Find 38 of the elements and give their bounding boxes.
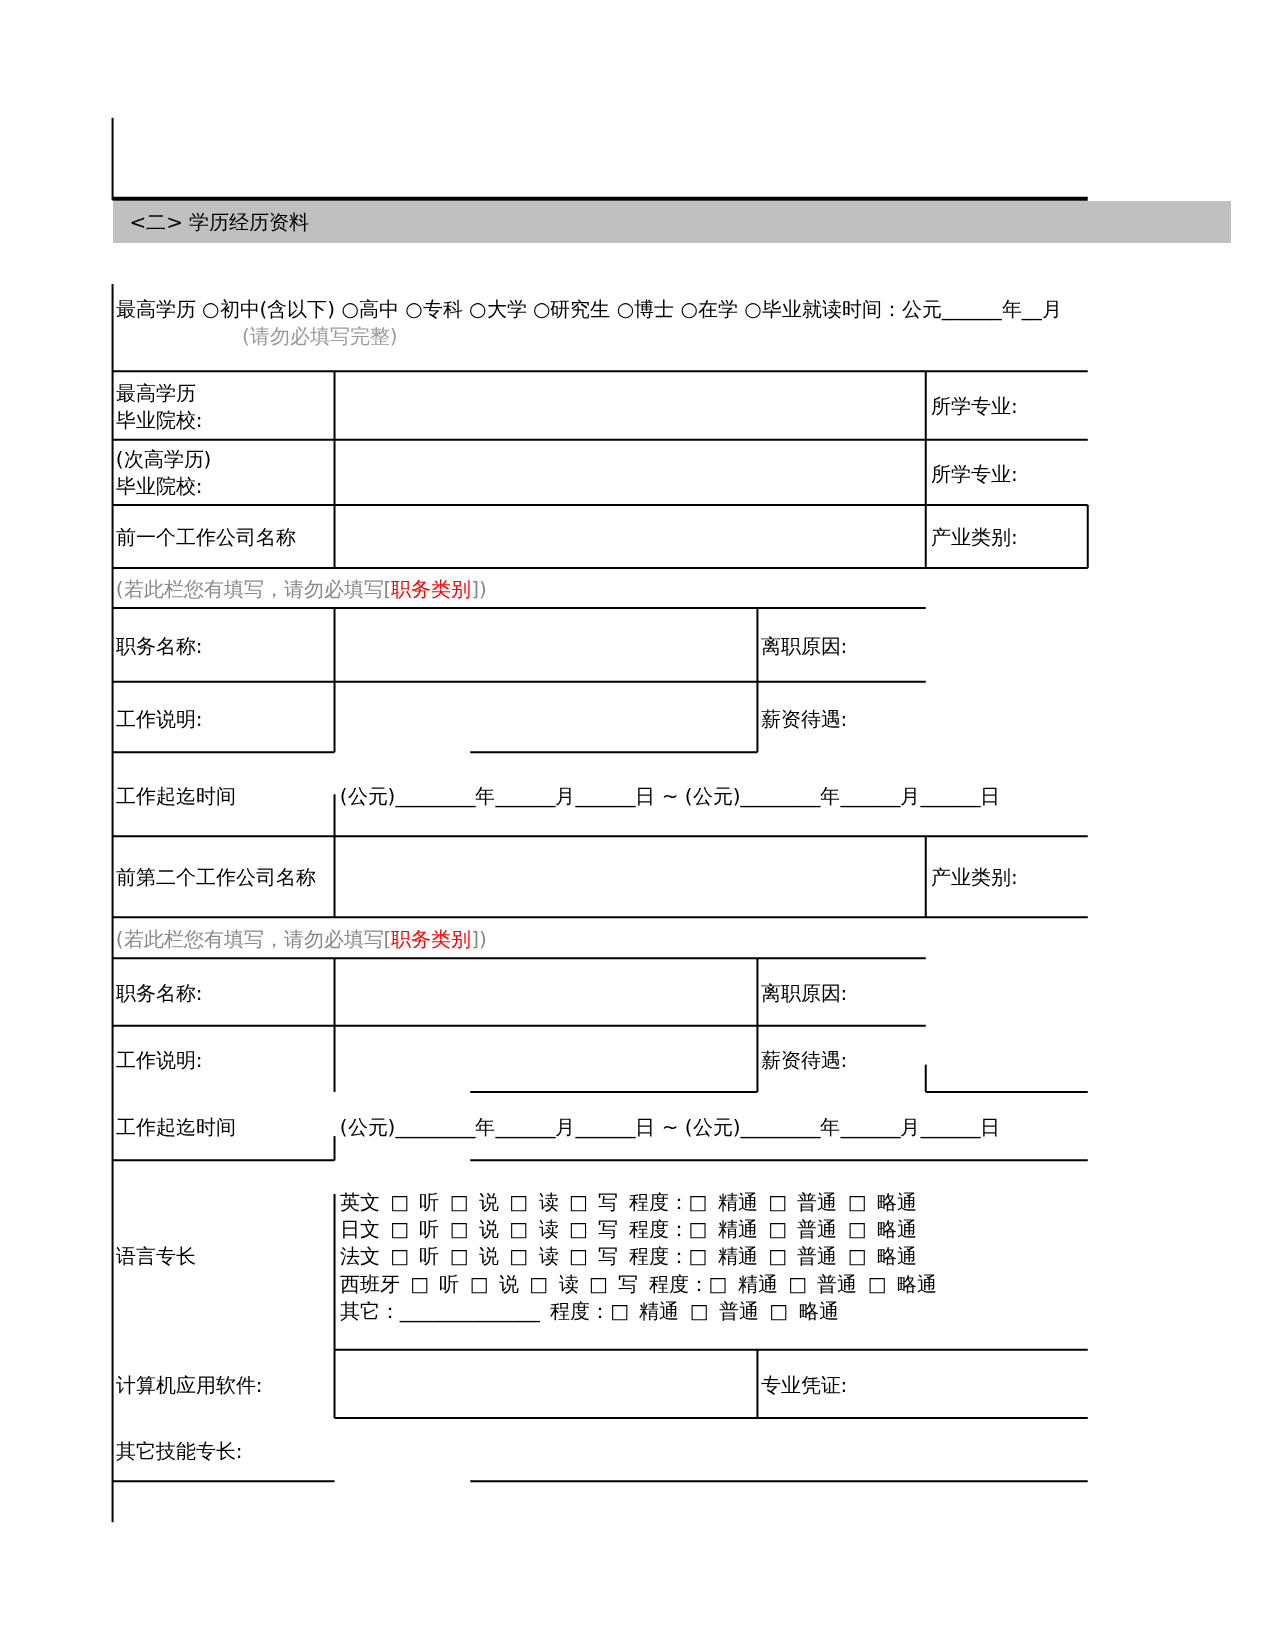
date-fill-in-text: (公元)________年______月______日 ~ (公元)________年______月______日 [339, 782, 1001, 810]
field-label: 职务名称: [115, 980, 203, 1008]
note-text: ]) [471, 926, 487, 951]
field-label: 薪资待遇: [760, 705, 848, 733]
field-label: 所学专业: [931, 460, 1018, 488]
field-label: 前一个工作公司名称 [115, 523, 296, 551]
note-text: (若此栏您有填写，请勿必填写[ [115, 926, 392, 951]
section-heading: <二> 学历经历资料 [112, 200, 1231, 243]
field-label: 计算机应用软件: [115, 1371, 263, 1399]
highlighted-text: 职务类别 [391, 577, 472, 602]
field-label: 所学专业: [931, 393, 1018, 421]
language-option-row: 英文 □ 听 □ 说 □ 读 □ 写 程度：□ 精通 □ 普通 □ 略通 [339, 1188, 918, 1216]
note-text: ]) [471, 577, 487, 602]
language-option-row: 其它：______________ 程度：□ 精通 □ 普通 □ 略通 [339, 1298, 839, 1326]
field-label: 工作起迄时间 [115, 1114, 236, 1142]
field-label: 薪资待遇: [760, 1046, 848, 1074]
field-label: 工作说明: [115, 705, 203, 733]
note-text: (若此栏您有填写，请勿必填写[ [115, 577, 392, 602]
language-option-row: 西班牙 □ 听 □ 说 □ 读 □ 写 程度：□ 精通 □ 普通 □ 略通 [339, 1270, 938, 1298]
field-label: 职务名称: [115, 633, 203, 661]
field-label: 工作说明: [115, 1046, 203, 1074]
field-label: 其它技能专长: [115, 1438, 243, 1466]
highlighted-text: 职务类别 [391, 926, 472, 951]
field-label: 离职原因: [760, 633, 848, 661]
field-label: 前第二个工作公司名称 [115, 863, 316, 891]
field-label: 产业类别: [931, 863, 1018, 891]
field-label: 语言专长 [115, 1243, 196, 1271]
field-label: 产业类别: [931, 523, 1018, 551]
language-option-row: 法文 □ 听 □ 说 □ 读 □ 写 程度：□ 精通 □ 普通 □ 略通 [339, 1243, 918, 1271]
language-option-row: 日文 □ 听 □ 说 □ 读 □ 写 程度：□ 精通 □ 普通 □ 略通 [339, 1216, 918, 1244]
form-question: 最高学历 ○初中(含以下) ○高中 ○专科 ○大学 ○研究生 ○博士 ○在学 ○毕业就读时间：公元______年__月 [115, 295, 1063, 323]
date-fill-in-text: (公元)________年______月______日 ~ (公元)________年______月______日 [339, 1114, 1001, 1142]
field-label: 专业凭证: [760, 1371, 848, 1399]
field-label: 工作起迄时间 [115, 782, 236, 810]
field-label: 最高学历毕业院校: [115, 379, 204, 434]
field-label: 离职原因: [760, 980, 848, 1008]
note-text: (请勿必填写完整) [241, 322, 398, 350]
field-label: (次高学历)毕业院校: [115, 446, 213, 501]
